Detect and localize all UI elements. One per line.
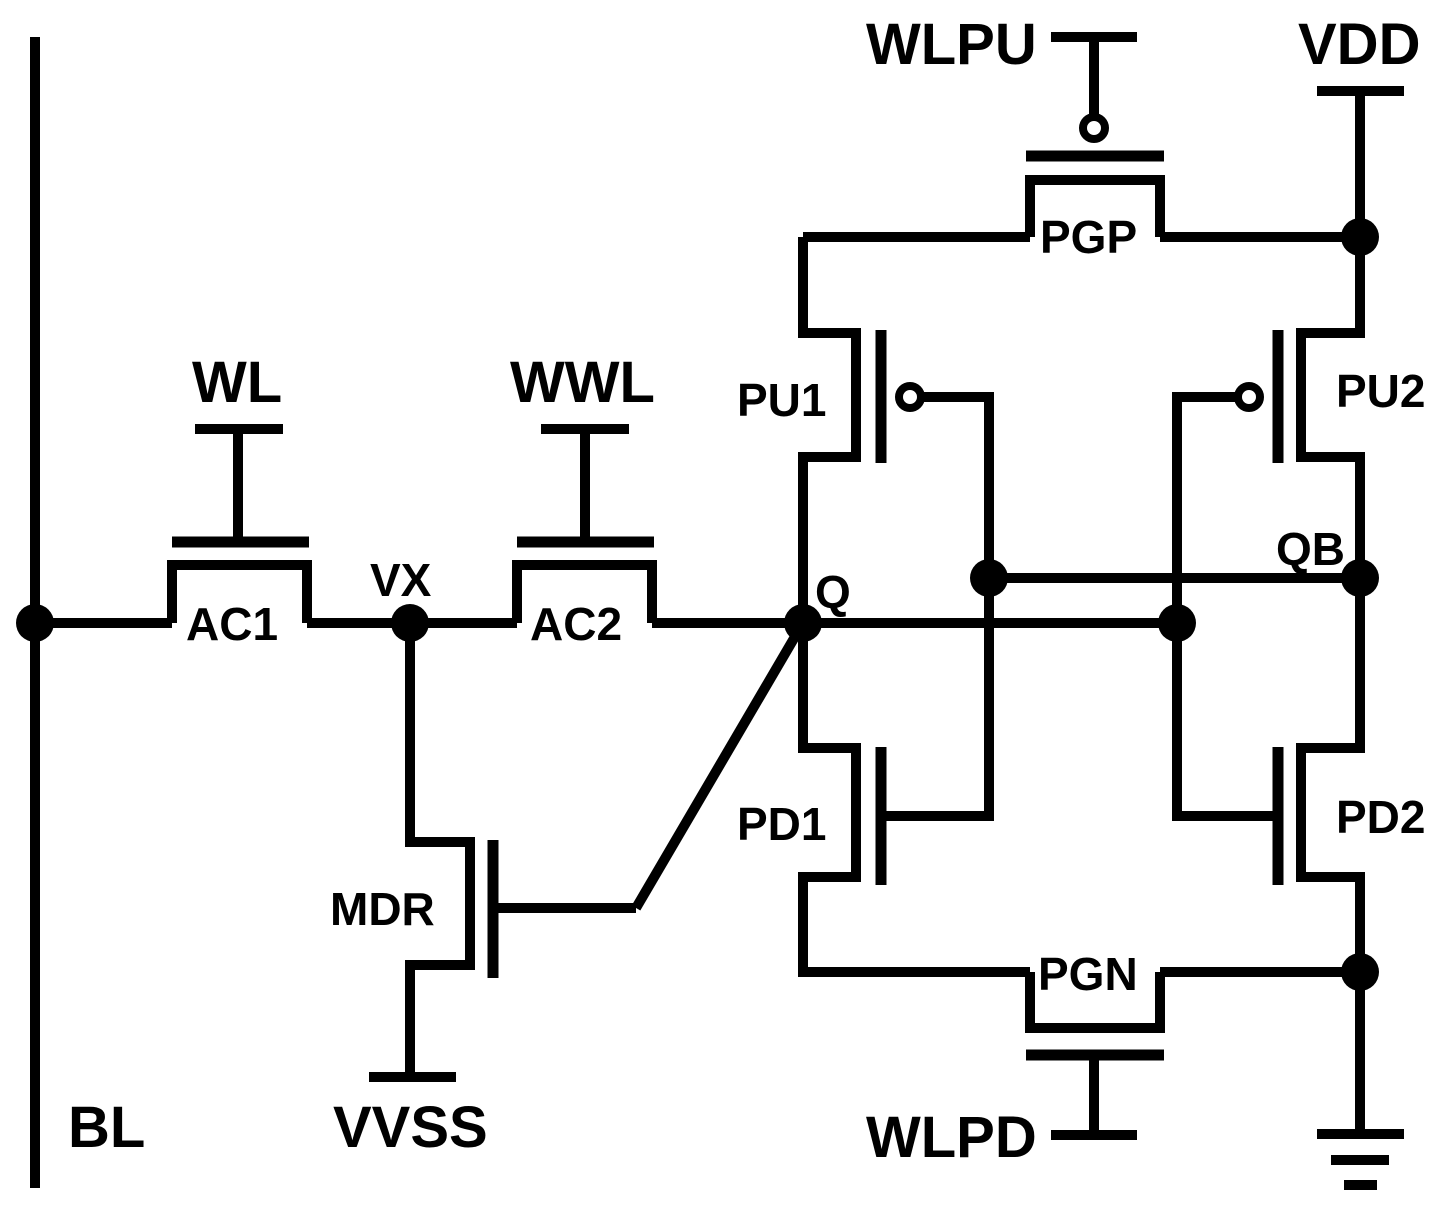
wire-mdr-gate-q: [631, 620, 808, 911]
left-column: [798, 232, 1030, 977]
node-qb-cross: [970, 559, 1008, 597]
transistor-pgn: [1025, 972, 1165, 1140]
label-wlpd: WLPD: [866, 1105, 1037, 1170]
transistor-ac1: [167, 424, 312, 623]
label-vx: VX: [370, 554, 432, 606]
transistor-pgp: [1025, 32, 1165, 237]
label-bl: BL: [68, 1095, 145, 1160]
label-pd2: PD2: [1336, 791, 1425, 843]
label-mdr: MDR: [330, 883, 435, 935]
label-pu2: PU2: [1336, 365, 1425, 417]
label-wwl: WWL: [510, 350, 655, 415]
node-q: [784, 604, 822, 642]
label-pgn: PGN: [1038, 948, 1138, 1000]
label-ac2: AC2: [530, 598, 622, 650]
node-gnd: [1341, 953, 1379, 991]
transistor-mdr: [405, 623, 636, 1077]
label-pd1: PD1: [737, 798, 826, 850]
transistor-ac2: [512, 424, 657, 623]
label-qb: QB: [1276, 523, 1345, 575]
label-pu1: PU1: [737, 374, 826, 426]
transistor-pu1: [875, 330, 994, 816]
label-vvss: VVSS: [333, 1095, 488, 1160]
label-wlpu: WLPU: [866, 12, 1037, 77]
label-pgp: PGP: [1040, 211, 1137, 263]
ground-icon: [1317, 1129, 1404, 1190]
node-vdd: [1341, 218, 1379, 256]
label-ac1: AC1: [186, 598, 278, 650]
label-wl: WL: [192, 350, 282, 415]
node-qb: [1341, 559, 1379, 597]
node-vx: [391, 604, 429, 642]
pu1-gate-bubble: [895, 382, 925, 412]
node-q-cross: [1158, 604, 1196, 642]
pu2-gate-bubble: [1234, 382, 1264, 412]
pgp-gate-bubble: [1079, 113, 1109, 143]
node-bl: [16, 604, 54, 642]
transistor-pd1: [875, 747, 994, 885]
label-q: Q: [815, 566, 851, 618]
label-vdd: VDD: [1298, 12, 1420, 77]
right-column: [1160, 89, 1365, 1134]
